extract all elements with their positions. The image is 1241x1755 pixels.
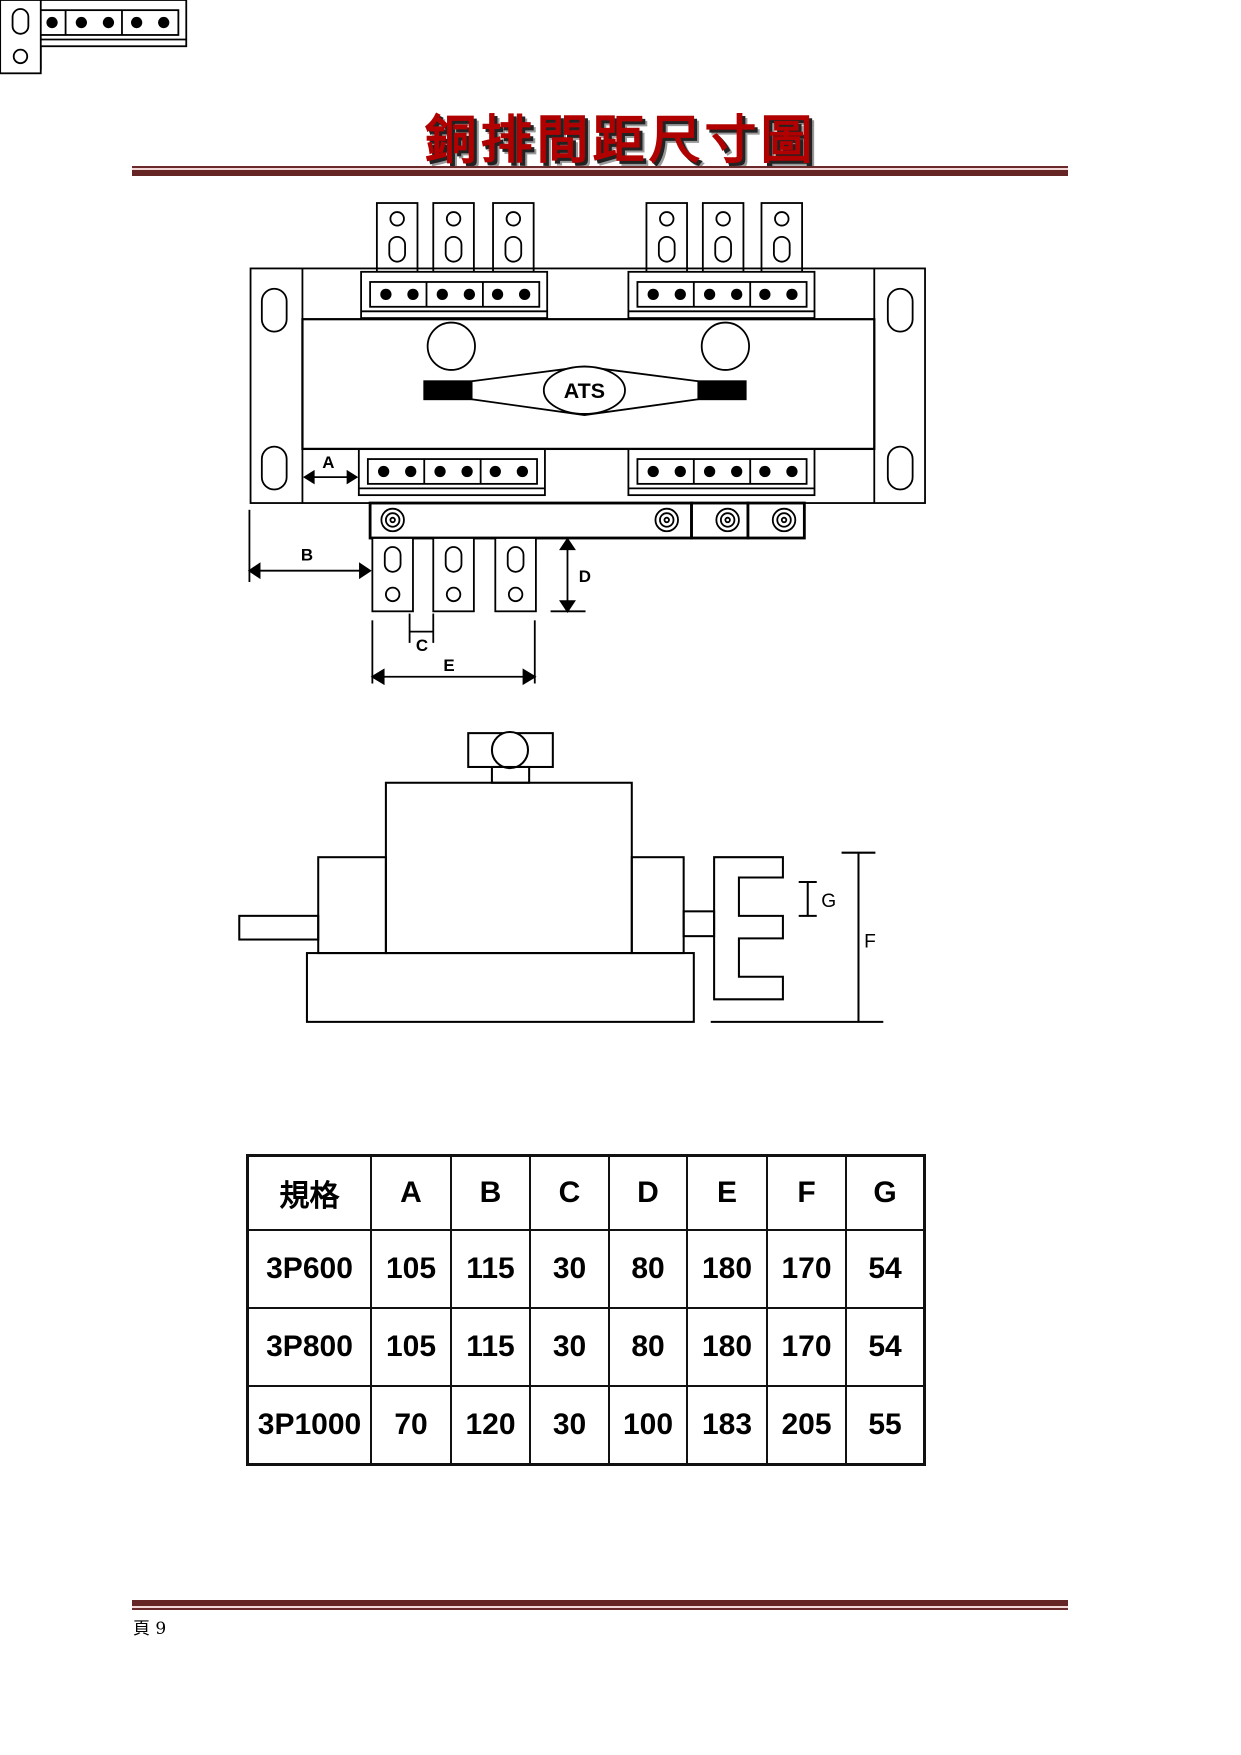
- header-cell: B: [450, 1154, 531, 1231]
- header-cell: G: [845, 1154, 926, 1231]
- header-cell: A: [370, 1154, 452, 1231]
- header-cell: 規格: [246, 1154, 372, 1231]
- table-cell: 105: [370, 1307, 452, 1387]
- header-cell: E: [686, 1154, 768, 1231]
- table-cell: 80: [608, 1229, 688, 1309]
- dim-label-g: G: [821, 891, 836, 912]
- table-cell: 120: [450, 1385, 531, 1466]
- table-cell: 170: [766, 1307, 847, 1387]
- dim-label-f: F: [864, 931, 876, 952]
- top-view-diagram: ATS A B C E: [0, 0, 926, 686]
- table-header-row: 規格 A B C D E F G: [246, 1154, 926, 1231]
- dim-label-d: D: [579, 567, 591, 586]
- table-cell: 54: [845, 1229, 926, 1309]
- table-cell: 3P600: [246, 1229, 372, 1309]
- header-cell: F: [766, 1154, 847, 1231]
- dim-label-e: E: [443, 656, 454, 675]
- table-cell: 105: [370, 1229, 452, 1309]
- table-cell: 80: [608, 1307, 688, 1387]
- table-cell: 115: [450, 1307, 531, 1387]
- side-view-diagram: G F: [238, 730, 884, 1023]
- table-cell: 100: [608, 1385, 688, 1466]
- dim-label-c: C: [416, 636, 428, 655]
- table-cell: 170: [766, 1229, 847, 1309]
- table-cell: 30: [529, 1385, 610, 1466]
- table-cell: 115: [450, 1229, 531, 1309]
- table-cell: 180: [686, 1229, 768, 1309]
- table-cell: 183: [686, 1385, 768, 1466]
- table-cell: 205: [766, 1385, 847, 1466]
- table-cell: 3P800: [246, 1307, 372, 1387]
- table-row: 3P800 105 115 30 80 180 170 54: [246, 1307, 926, 1387]
- table-cell: 30: [529, 1229, 610, 1309]
- table-cell: 54: [845, 1307, 926, 1387]
- ats-label: ATS: [564, 379, 605, 403]
- header-divider: [132, 166, 1068, 176]
- table-row: 3P1000 70 120 30 100 183 205 55: [246, 1385, 926, 1466]
- table-cell: 70: [370, 1385, 452, 1466]
- header-cell: C: [529, 1154, 610, 1231]
- table-row: 3P600 105 115 30 80 180 170 54: [246, 1229, 926, 1309]
- table-cell: 3P1000: [246, 1385, 372, 1466]
- header-cell: D: [608, 1154, 688, 1231]
- dim-label-b: B: [301, 546, 313, 565]
- table-cell: 30: [529, 1307, 610, 1387]
- page-title: 銅排間距尺寸圖: [424, 110, 817, 171]
- footer-divider: [132, 1600, 1068, 1610]
- table-cell: 180: [686, 1307, 768, 1387]
- dimension-spec-table: 規格 A B C D E F G 3P600 105 115 30 80 180…: [246, 1154, 926, 1466]
- page-number: 頁 9: [133, 1619, 167, 1639]
- table-cell: 55: [845, 1385, 926, 1466]
- dim-label-a: A: [322, 453, 334, 472]
